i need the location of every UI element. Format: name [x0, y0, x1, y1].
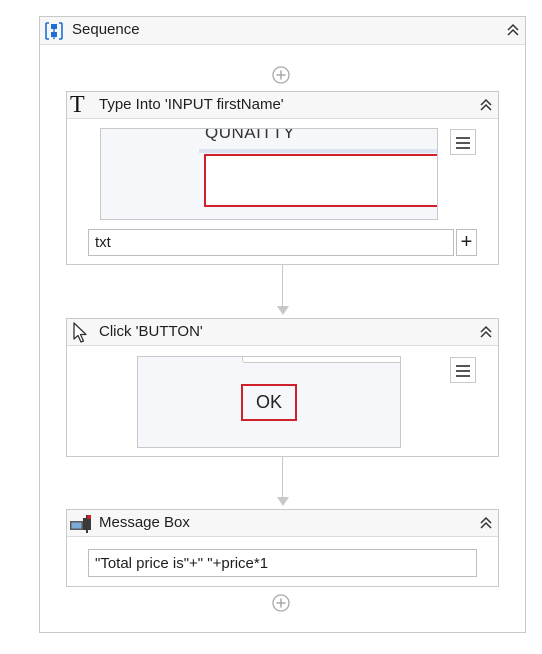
type-into-icon: T	[70, 92, 85, 118]
message-text-input[interactable]: "Total price is"+" "+price*1	[88, 549, 477, 577]
ok-button-highlight: OK	[241, 384, 297, 421]
activity-message-box-header[interactable]	[67, 510, 498, 537]
connector-line	[282, 265, 283, 306]
arrow-down-icon	[277, 497, 289, 506]
chevron-double-up-icon[interactable]	[478, 515, 494, 531]
plus-circle-icon[interactable]	[272, 594, 290, 612]
activity-click-header[interactable]	[67, 319, 498, 346]
connector-line	[282, 457, 283, 497]
activity-title: Type Into 'INPUT firstName'	[99, 96, 284, 113]
screenshot-label: QUNAITTY	[205, 128, 295, 142]
sequence-icon	[45, 22, 63, 40]
target-screenshot: QUNAITTY	[100, 128, 438, 220]
text-input[interactable]: txt	[88, 229, 454, 256]
hamburger-icon[interactable]	[450, 357, 476, 383]
activity-title: Click 'BUTTON'	[99, 323, 203, 340]
chevron-double-up-icon[interactable]	[505, 22, 521, 38]
hamburger-icon[interactable]	[450, 129, 476, 155]
activity-type-into-header[interactable]	[67, 92, 498, 119]
sequence-header[interactable]	[40, 17, 525, 45]
target-highlight	[204, 154, 437, 207]
chevron-double-up-icon[interactable]	[478, 97, 494, 113]
chevron-double-up-icon[interactable]	[478, 324, 494, 340]
add-variable-button[interactable]: +	[456, 229, 477, 256]
message-box-icon	[70, 515, 91, 533]
activity-title: Message Box	[99, 514, 190, 531]
cursor-icon	[73, 322, 87, 343]
plus-circle-icon[interactable]	[272, 66, 290, 84]
target-screenshot: OK	[137, 356, 401, 448]
sequence-title: Sequence	[72, 21, 140, 38]
arrow-down-icon	[277, 306, 289, 315]
